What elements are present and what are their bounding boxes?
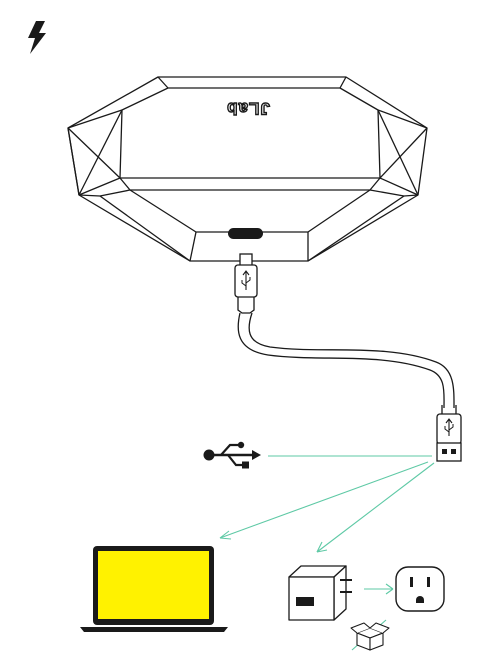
svg-text:JLab: JLab [226, 99, 270, 118]
power-outlet-icon [395, 566, 445, 612]
laptop [80, 546, 228, 632]
lightning-bolt-icon [28, 21, 46, 54]
brand-logo: JLab [225, 98, 270, 118]
wall-adapter [288, 565, 352, 621]
usb-symbol-icon [241, 270, 251, 290]
usb-cable [234, 253, 462, 462]
usb-symbol-icon [444, 418, 454, 436]
charging-case [67, 76, 428, 262]
usb-trident-icon [203, 441, 261, 469]
box-icon [350, 622, 390, 651]
connector-lines [219, 455, 435, 651]
